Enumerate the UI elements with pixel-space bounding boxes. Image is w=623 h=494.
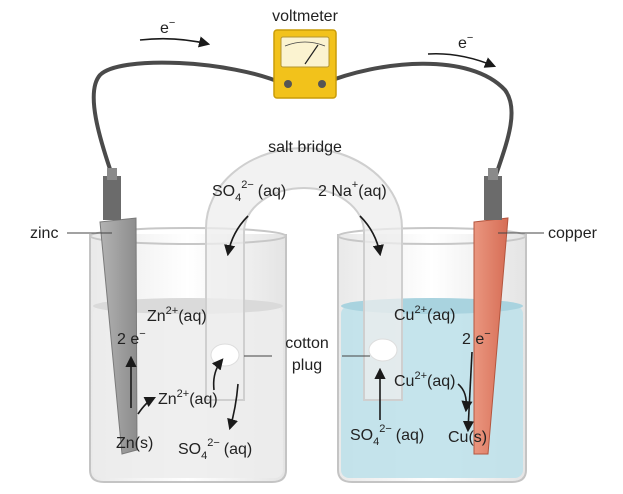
zn-oxidation-arrow bbox=[137, 396, 157, 415]
electron-left-arrow bbox=[139, 36, 211, 48]
right-cotton-plug bbox=[368, 338, 398, 362]
voltmeter-label: voltmeter bbox=[272, 8, 338, 25]
zinc-electrode bbox=[99, 168, 138, 455]
right-wire bbox=[320, 61, 514, 177]
electron-left-label: e− bbox=[160, 17, 175, 37]
copper-electrode bbox=[473, 168, 509, 455]
zn-solid-label: Zn(s) bbox=[116, 435, 153, 452]
electron-left-symbol: e bbox=[160, 20, 169, 37]
so4-right-label: SO42−(aq) bbox=[350, 423, 424, 448]
electron-right-symbol: e bbox=[458, 35, 467, 52]
cu-ion-label-bottom: Cu2+(aq) bbox=[394, 370, 455, 390]
na-bridge-label: 2 Na+(aq) bbox=[318, 179, 387, 200]
left-cotton-plug bbox=[210, 343, 240, 367]
voltmeter bbox=[273, 29, 337, 99]
cotton-label: cotton bbox=[285, 335, 329, 352]
electron-right-arrow bbox=[427, 52, 497, 68]
cu-reduction-arrow bbox=[457, 383, 473, 413]
copper-label: copper bbox=[548, 225, 598, 242]
cu-solid-label: Cu(s) bbox=[448, 429, 487, 446]
electron-right-label: e− bbox=[458, 32, 473, 52]
zinc-label: zinc bbox=[30, 225, 58, 242]
zn-ion-to-plug-arrow bbox=[211, 358, 224, 391]
so4-bridge-arrow bbox=[224, 215, 249, 257]
two-e-right-arrow bbox=[462, 351, 475, 433]
electron-left-charge: − bbox=[169, 17, 175, 29]
zn-ion-label-bottom: Zn2+(aq) bbox=[158, 388, 218, 408]
electron-right-charge: − bbox=[467, 32, 473, 44]
cu-ion-label-top: Cu2+(aq) bbox=[394, 304, 455, 324]
plug-label: plug bbox=[292, 357, 322, 374]
so4-left-label: SO42−(aq) bbox=[178, 437, 252, 462]
two-e-right-label: 2 e− bbox=[462, 328, 491, 348]
na-bridge-arrow bbox=[359, 215, 384, 257]
left-wire bbox=[91, 60, 286, 177]
zinc-clip bbox=[103, 176, 121, 220]
so4-into-beaker-arrow bbox=[227, 383, 239, 431]
so4-bridge-label: SO42−(aq) bbox=[212, 179, 286, 204]
copper-clip bbox=[484, 176, 502, 220]
zn-ion-label-top: Zn2+(aq) bbox=[147, 305, 207, 325]
two-e-left-label: 2 e− bbox=[117, 328, 146, 348]
salt-bridge-label: salt bridge bbox=[268, 139, 342, 156]
